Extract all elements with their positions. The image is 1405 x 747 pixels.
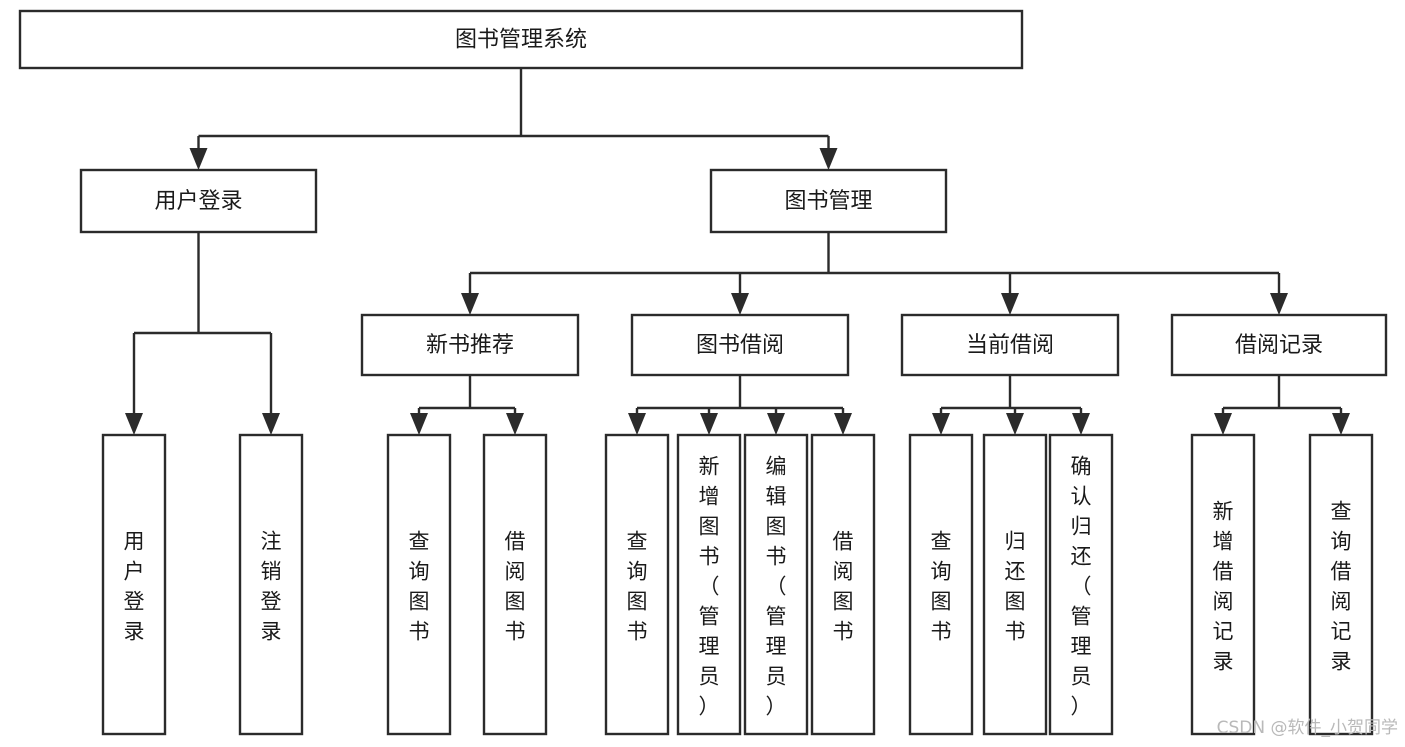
node-current-borrow[interactable]: 当前借阅 (900, 313, 1120, 377)
connector-borrow-record (1214, 375, 1350, 435)
node-leaf-logout[interactable]: 注销登录 (238, 433, 304, 736)
node-box-root[interactable] (18, 9, 1024, 70)
node-layer: 图书管理系统用户登录图书管理新书推荐图书借阅当前借阅借阅记录用户登录注销登录查询… (18, 9, 1388, 736)
node-label-leaf-cb-return: 归还图书 (1005, 530, 1026, 644)
node-box-user-login[interactable] (79, 168, 318, 234)
node-label-leaf-br-add: 新增借阅记录 (1213, 500, 1234, 674)
node-label-leaf-user-login: 用户登录 (124, 530, 145, 644)
node-leaf-br-add[interactable]: 新增借阅记录 (1190, 433, 1256, 736)
node-label-user-login: 用户登录 (154, 189, 242, 214)
node-book-manage[interactable]: 图书管理 (709, 168, 948, 234)
node-label-borrow-record: 借阅记录 (1235, 333, 1323, 358)
node-label-leaf-cb-query: 查询图书 (931, 530, 952, 644)
node-box-book-borrow[interactable] (630, 313, 850, 377)
node-root[interactable]: 图书管理系统 (18, 9, 1024, 70)
node-user-login[interactable]: 用户登录 (79, 168, 318, 234)
node-box-leaf-rec-query[interactable] (386, 433, 452, 736)
node-label-leaf-bb-query: 查询图书 (627, 530, 648, 644)
node-leaf-bb-add[interactable]: 新增图书（管理员） (676, 433, 742, 736)
node-borrow-record[interactable]: 借阅记录 (1170, 313, 1388, 377)
node-leaf-user-login[interactable]: 用户登录 (101, 433, 167, 736)
node-box-current-borrow[interactable] (900, 313, 1120, 377)
node-leaf-rec-query[interactable]: 查询图书 (386, 433, 452, 736)
connector-book-manage (461, 232, 1288, 315)
node-label-book-borrow: 图书借阅 (696, 333, 784, 358)
node-box-leaf-br-query[interactable] (1308, 433, 1374, 736)
node-box-leaf-bb-query[interactable] (604, 433, 670, 736)
connector-user-login (125, 232, 280, 435)
node-label-current-borrow: 当前借阅 (966, 333, 1054, 358)
node-leaf-cb-query[interactable]: 查询图书 (908, 433, 974, 736)
node-box-leaf-br-add[interactable] (1190, 433, 1256, 736)
node-label-new-book-rec: 新书推荐 (426, 333, 514, 358)
connector-root (189, 68, 838, 170)
node-leaf-rec-borrow[interactable]: 借阅图书 (482, 433, 548, 736)
node-leaf-cb-confirm[interactable]: 确认归还（管理员） (1048, 433, 1114, 736)
node-box-leaf-rec-borrow[interactable] (482, 433, 548, 736)
node-box-leaf-user-login[interactable] (101, 433, 167, 736)
node-box-leaf-cb-return[interactable] (982, 433, 1048, 736)
csdn-watermark: CSDN @软件_小贺同学 (1217, 718, 1398, 738)
node-box-leaf-bb-borrow[interactable] (810, 433, 876, 736)
node-label-root: 图书管理系统 (455, 28, 587, 53)
node-box-leaf-cb-query[interactable] (908, 433, 974, 736)
node-box-leaf-logout[interactable] (238, 433, 304, 736)
node-new-book-rec[interactable]: 新书推荐 (360, 313, 580, 377)
node-box-new-book-rec[interactable] (360, 313, 580, 377)
node-label-leaf-bb-add: 新增图书（管理员） (699, 455, 720, 719)
node-box-borrow-record[interactable] (1170, 313, 1388, 377)
node-leaf-bb-borrow[interactable]: 借阅图书 (810, 433, 876, 736)
node-box-leaf-bb-edit[interactable] (743, 433, 809, 736)
node-leaf-cb-return[interactable]: 归还图书 (982, 433, 1048, 736)
node-leaf-br-query[interactable]: 查询借阅记录 (1308, 433, 1374, 736)
connector-current-borrow (932, 375, 1090, 435)
node-book-borrow[interactable]: 图书借阅 (630, 313, 850, 377)
node-label-leaf-rec-borrow: 借阅图书 (505, 530, 526, 644)
connector-book-borrow (628, 375, 852, 435)
node-label-leaf-bb-edit: 编辑图书（管理员） (766, 455, 787, 719)
node-box-leaf-cb-confirm[interactable] (1048, 433, 1114, 736)
node-leaf-bb-query[interactable]: 查询图书 (604, 433, 670, 736)
node-label-leaf-br-query: 查询借阅记录 (1331, 500, 1352, 674)
node-label-leaf-bb-borrow: 借阅图书 (833, 530, 854, 644)
node-leaf-bb-edit[interactable]: 编辑图书（管理员） (743, 433, 809, 736)
node-box-book-manage[interactable] (709, 168, 948, 234)
connector-new-book-rec (410, 375, 524, 435)
node-box-leaf-bb-add[interactable] (676, 433, 742, 736)
node-label-book-manage: 图书管理 (784, 189, 872, 214)
connector-layer (125, 68, 1350, 435)
node-label-leaf-rec-query: 查询图书 (409, 530, 430, 644)
node-label-leaf-logout: 注销登录 (261, 530, 282, 644)
node-label-leaf-cb-confirm: 确认归还（管理员） (1071, 455, 1092, 719)
